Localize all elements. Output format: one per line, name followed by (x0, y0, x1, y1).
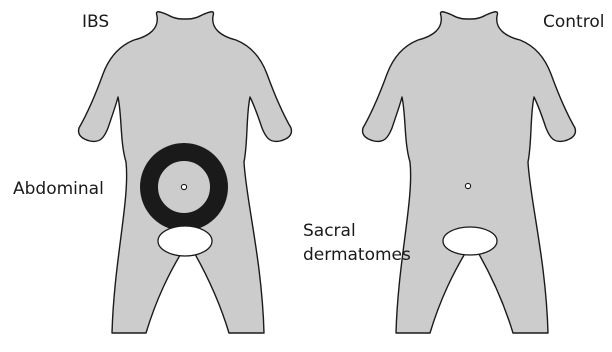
control-navel-marker (465, 183, 470, 188)
control-body-silhouette (363, 12, 576, 333)
sacral-label-line-2: dermatomes (303, 243, 411, 267)
ibs-label: IBS (82, 12, 109, 32)
control-figure (363, 12, 576, 333)
abdominal-label: Abdominal (13, 179, 104, 199)
ibs-body-silhouette (79, 12, 292, 333)
sacral-label-line-1: Sacral (303, 219, 411, 243)
ibs-figure (79, 12, 292, 333)
control-sacral-region (443, 227, 497, 255)
ibs-sacral-region (158, 226, 212, 256)
control-label: Control (543, 12, 604, 32)
sacral-dermatomes-label: Sacral dermatomes (303, 219, 411, 267)
ibs-navel-marker (181, 184, 186, 189)
